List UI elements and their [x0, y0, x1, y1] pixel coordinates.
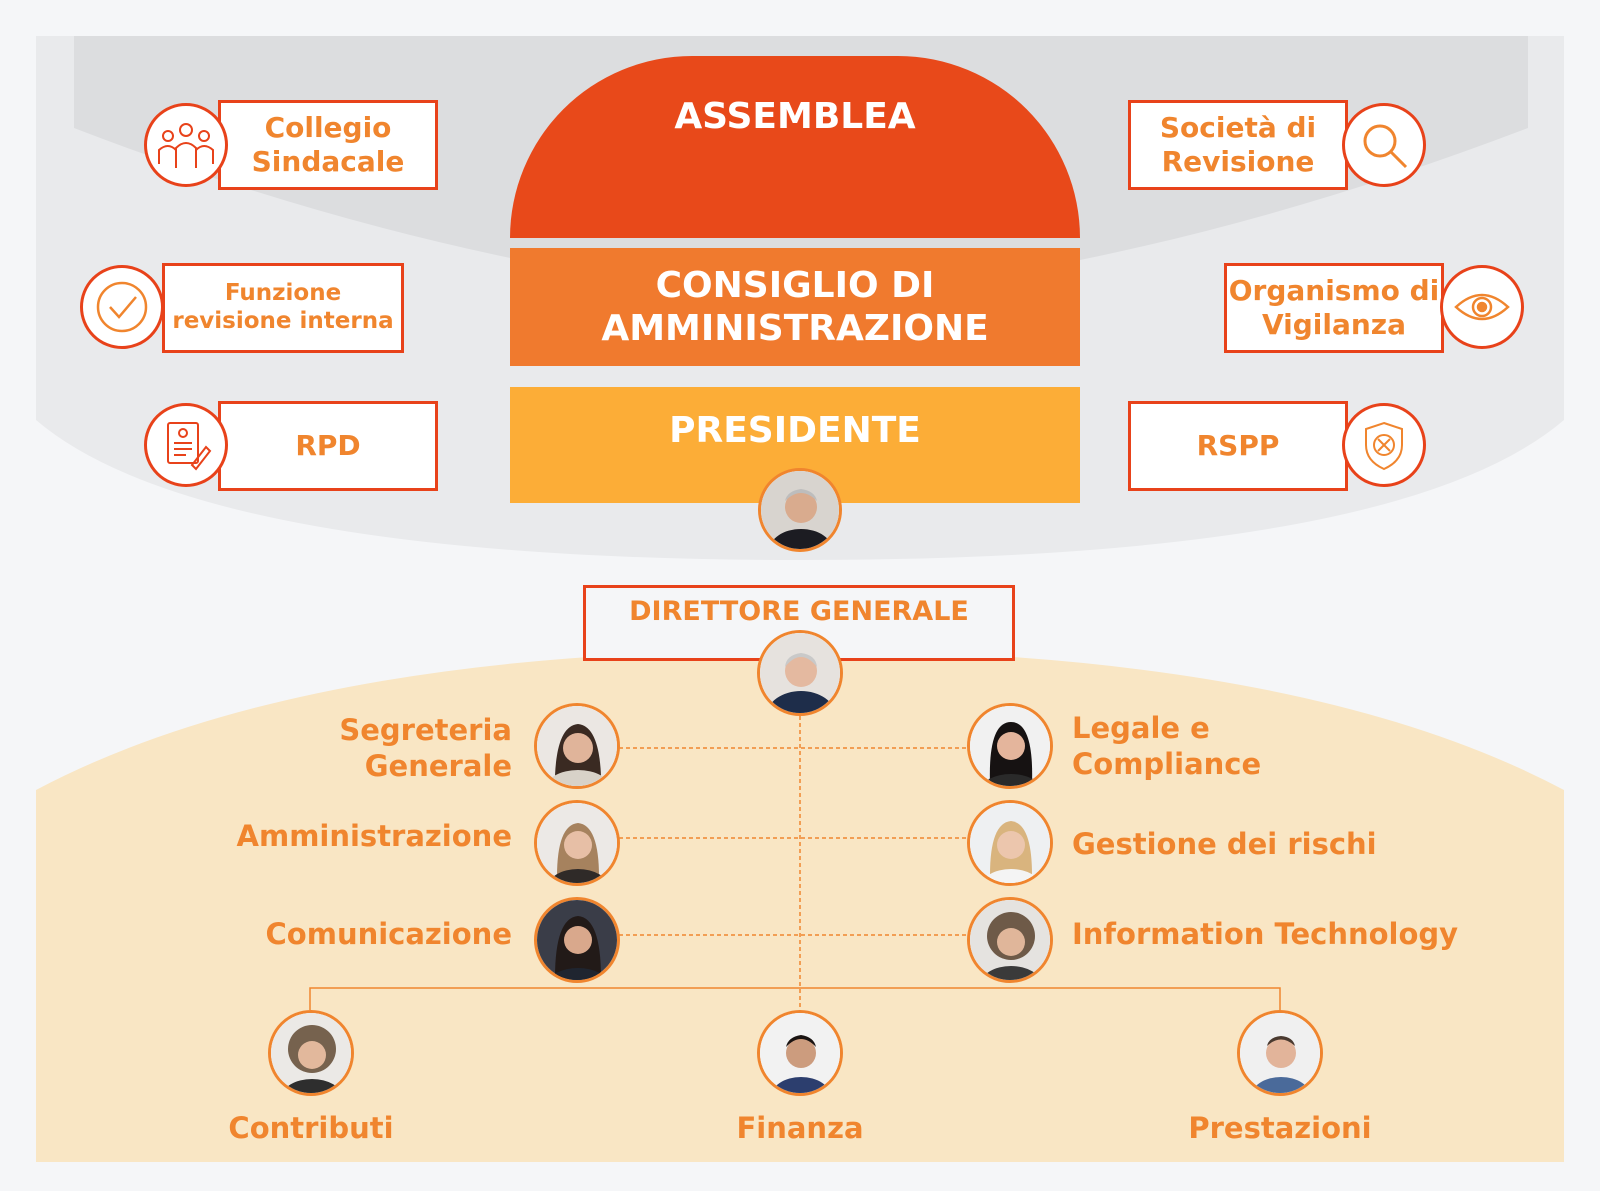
amministrazione-label: Amministrazione — [236, 819, 512, 853]
organismo-vigilanza-box: Organismo di Vigilanza — [1224, 263, 1444, 353]
segreteria-generale-photo — [534, 703, 620, 789]
information-technology-photo — [967, 897, 1053, 983]
prestazioni-photo — [1237, 1010, 1323, 1096]
contributi-photo — [268, 1010, 354, 1096]
finanza-photo — [757, 1010, 843, 1096]
eye-icon — [1440, 265, 1524, 349]
organismo-vigilanza-label: Organismo di Vigilanza — [1228, 274, 1440, 341]
contributi-label: Contributi — [228, 1111, 394, 1145]
societa-revisione-label: Società di Revisione — [1159, 111, 1317, 178]
gestione-rischi-photo — [967, 800, 1053, 886]
assemblea-label: ASSEMBLEA — [674, 96, 916, 138]
societa-revisione-box: Società di Revisione — [1128, 100, 1348, 190]
comunicazione-photo — [534, 897, 620, 983]
shield-x-icon — [1342, 403, 1426, 487]
direttore-generale-photo — [757, 630, 843, 716]
rspp-label: RSPP — [1196, 429, 1280, 463]
finanza-label: Finanza — [736, 1111, 864, 1145]
information-technology-label: Information Technology — [1072, 917, 1459, 951]
gestione-rischi-label: Gestione dei rischi — [1072, 827, 1377, 861]
collegio-sindacale-label: Collegio Sindacale — [251, 111, 405, 178]
checkmark-icon — [80, 265, 164, 349]
direttore-generale-label: DIRETTORE GENERALE — [629, 596, 969, 627]
legale-compliance-photo — [967, 703, 1053, 789]
rpd-box: RPD — [218, 401, 438, 491]
document-signature-icon — [144, 403, 228, 487]
funzione-revisione-label: Funzione revisione interna — [172, 280, 394, 334]
consiglio-label: CONSIGLIO DI AMMINISTRAZIONE — [601, 264, 989, 349]
direttore-generale-box: DIRETTORE GENERALE — [583, 585, 1015, 661]
segreteria-generale-label: Segreteria Generale — [339, 713, 512, 784]
amministrazione-photo — [534, 800, 620, 886]
rpd-label: RPD — [295, 429, 361, 463]
prestazioni-label: Prestazioni — [1188, 1111, 1372, 1145]
magnifier-icon — [1342, 103, 1426, 187]
legale-compliance-label: Legale e Compliance — [1072, 711, 1262, 782]
consiglio-block: CONSIGLIO DI AMMINISTRAZIONE — [510, 248, 1080, 366]
assemblea-block: ASSEMBLEA — [510, 56, 1080, 238]
presidente-photo — [758, 468, 842, 552]
comunicazione-label: Comunicazione — [265, 917, 512, 951]
funzione-revisione-box: Funzione revisione interna — [162, 263, 404, 353]
presidente-label: PRESIDENTE — [669, 410, 921, 452]
people-group-icon — [144, 103, 228, 187]
collegio-sindacale-box: Collegio Sindacale — [218, 100, 438, 190]
